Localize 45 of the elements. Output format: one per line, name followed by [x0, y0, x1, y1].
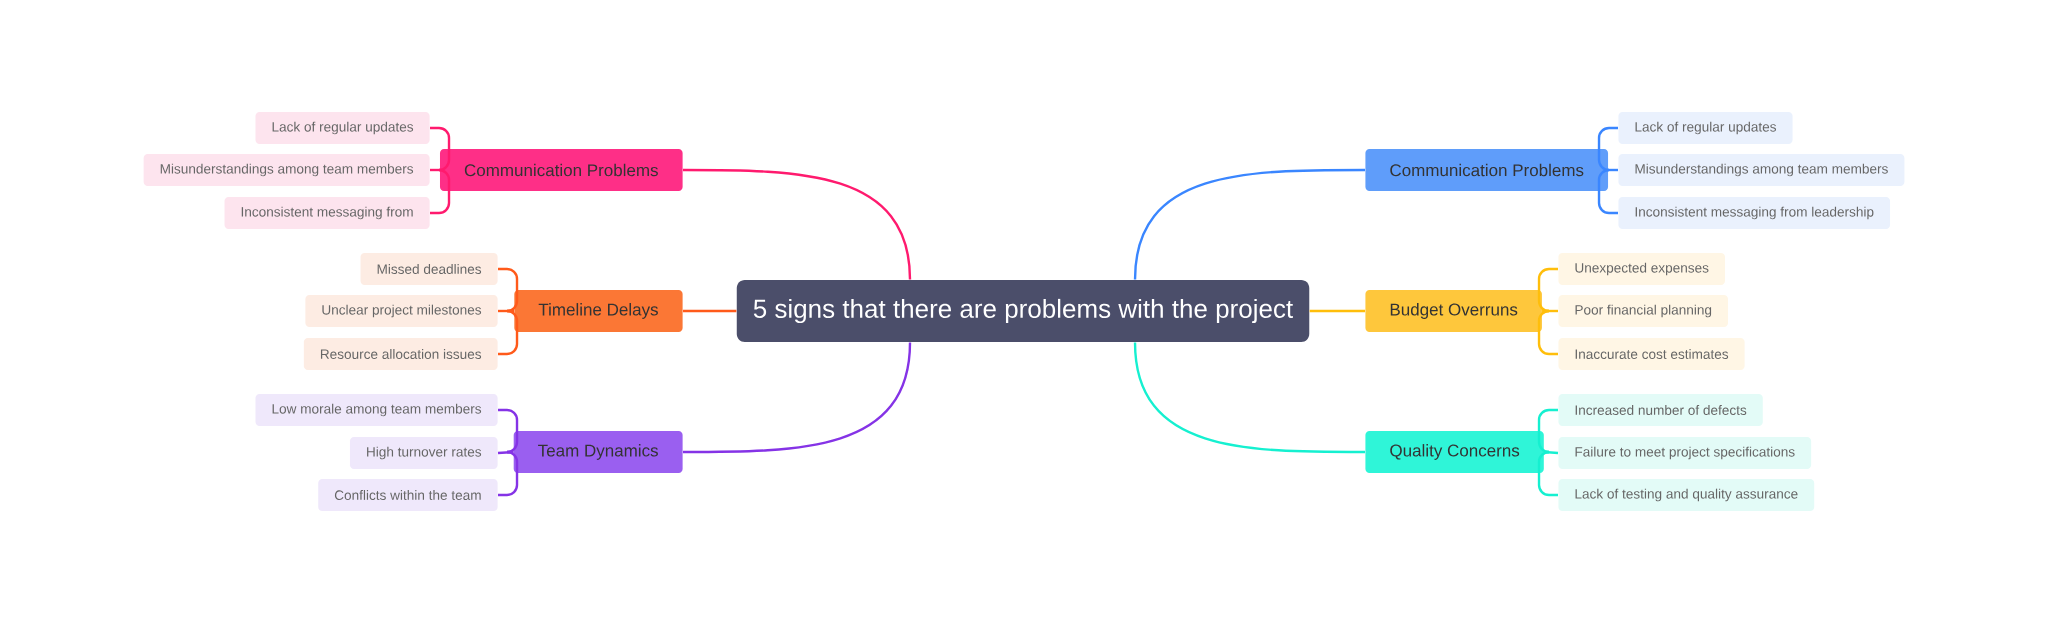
- subtopic-box: Resource allocation issues: [303, 338, 498, 370]
- subtopic-box: Low morale among team members: [255, 394, 498, 426]
- connector: [430, 168, 451, 215]
- subtopic-box: Inaccurate cost estimates: [1558, 338, 1745, 370]
- subtopic-box: Lack of regular updates: [1618, 112, 1793, 144]
- subtopic-box: Misunderstandings among team members: [143, 154, 430, 186]
- subtopic-box: Lack of testing and quality assurance: [1558, 479, 1815, 511]
- connector: [430, 168, 440, 172]
- subtopic-box: Increased number of defects: [1558, 394, 1763, 426]
- subtopic-box: Misunderstandings among team members: [1618, 154, 1905, 186]
- central-topic-box: 5 signs that there are problems with the project: [736, 280, 1310, 342]
- connector: [683, 342, 912, 454]
- connector: [1537, 309, 1559, 356]
- topic-box: Quality Concerns: [1365, 431, 1544, 473]
- subtopic-box: Poor financial planning: [1558, 295, 1729, 327]
- topic-box: Communication Problems: [1365, 149, 1609, 191]
- connector: [683, 309, 737, 313]
- topic-box: Timeline Delays: [514, 290, 683, 332]
- topic-box: Team Dynamics: [513, 431, 683, 473]
- subtopic-box: High turnover rates: [349, 437, 498, 469]
- connector: [1537, 408, 1559, 454]
- connector: [498, 450, 519, 497]
- subtopic-box: Inconsistent messaging from: [224, 197, 430, 229]
- connector: [498, 309, 519, 356]
- subtopic-box: Missed deadlines: [360, 253, 498, 285]
- connector: [1597, 126, 1618, 172]
- connector: [498, 408, 519, 454]
- connector: [1133, 342, 1366, 454]
- subtopic-box: Unclear project milestones: [305, 295, 498, 327]
- subtopic-box: Failure to meet project specifications: [1558, 437, 1812, 469]
- connector: [1133, 168, 1366, 280]
- topic-box: Budget Overruns: [1365, 290, 1542, 332]
- topic-box: Communication Problems: [440, 149, 683, 191]
- subtopic-box: Unexpected expenses: [1558, 253, 1725, 285]
- connector: [1537, 267, 1559, 313]
- connector: [1309, 309, 1365, 313]
- connector: [683, 168, 912, 280]
- connector: [430, 126, 451, 172]
- subtopic-box: Lack of regular updates: [255, 112, 430, 144]
- connector: [1608, 168, 1618, 172]
- connector: [1597, 168, 1618, 215]
- connector: [498, 267, 519, 313]
- connector: [1537, 450, 1559, 497]
- subtopic-box: Conflicts within the team: [318, 479, 498, 511]
- subtopic-box: Inconsistent messaging from leadership: [1618, 197, 1891, 229]
